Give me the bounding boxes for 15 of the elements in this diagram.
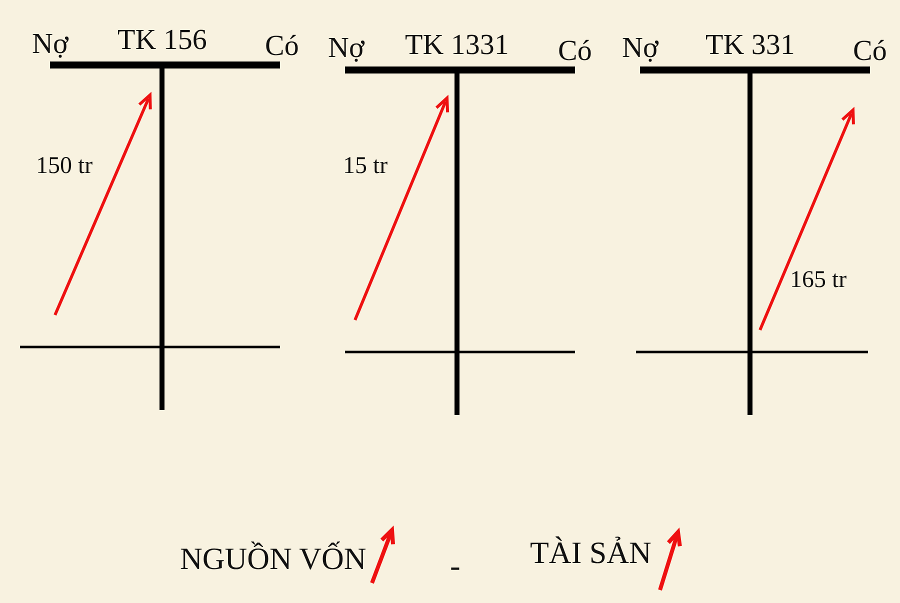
- amount-label: 150 tr: [36, 154, 93, 178]
- account-title: TK 1331: [405, 31, 509, 60]
- debit-label: Nợ: [32, 30, 68, 59]
- equation-term: TÀI SẢN: [530, 537, 652, 568]
- account-title: TK 331: [706, 31, 795, 60]
- amount-label: 165 tr: [790, 268, 847, 292]
- credit-label: Có: [558, 37, 592, 66]
- credit-label: Có: [265, 32, 299, 61]
- debit-label: Nợ: [328, 34, 364, 63]
- account-title: TK 156: [118, 26, 207, 55]
- amount-label: 15 tr: [343, 154, 388, 178]
- debit-label: Nợ: [622, 34, 658, 63]
- equation-term: NGUỒN VỐN: [180, 543, 366, 574]
- minus-sign: -: [450, 550, 460, 581]
- credit-label: Có: [853, 37, 887, 66]
